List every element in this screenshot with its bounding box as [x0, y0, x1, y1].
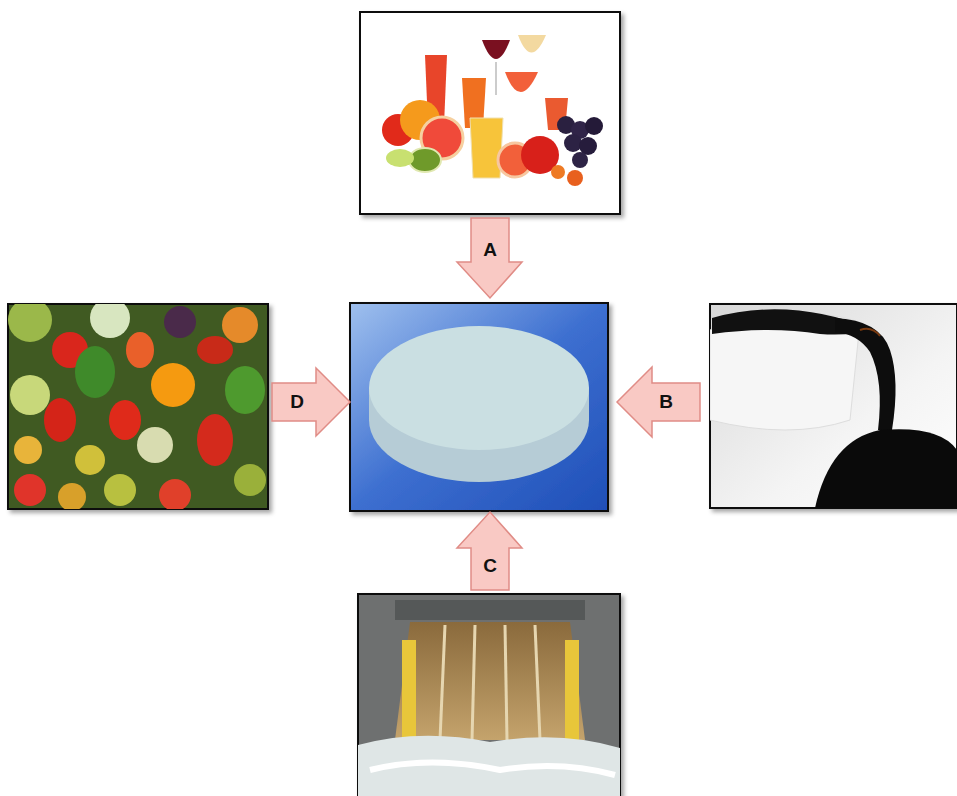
- water-line: [505, 625, 507, 740]
- industrial-waste-picture: [358, 594, 620, 796]
- picture-frame: [360, 12, 620, 214]
- grape: [572, 152, 588, 168]
- green-pepper: [225, 366, 265, 414]
- fruit-juice-picture: [360, 12, 620, 214]
- arrow-letter: C: [483, 555, 497, 577]
- arrow-letter: B: [659, 391, 673, 413]
- vegetable-waste-picture: [8, 298, 268, 511]
- water-line: [535, 625, 540, 740]
- tomato: [14, 474, 46, 506]
- molasses-picture: [710, 304, 957, 508]
- juice-glass: [470, 118, 503, 178]
- pepper: [109, 400, 141, 440]
- cabbage: [90, 304, 130, 338]
- lettuce: [10, 375, 50, 415]
- kiwi: [409, 148, 441, 172]
- lettuce: [234, 464, 266, 496]
- pepper: [44, 398, 76, 442]
- kumquat: [567, 170, 583, 186]
- tomato: [159, 479, 191, 509]
- molasses-highlight: [860, 329, 880, 336]
- foam: [370, 763, 615, 776]
- green-pepper: [75, 346, 115, 398]
- grape: [564, 134, 582, 152]
- tomato: [197, 336, 233, 364]
- lime: [386, 149, 414, 167]
- carrot-pile: [222, 307, 258, 343]
- pepper: [197, 414, 233, 466]
- pellicle-top: [369, 326, 589, 450]
- onion: [58, 483, 86, 509]
- block-arrow: [457, 218, 522, 298]
- foam: [358, 736, 620, 796]
- cellulose-pellicle-picture: [350, 303, 608, 511]
- picture-frame: [710, 304, 957, 508]
- lettuce: [8, 304, 52, 342]
- eggplant: [164, 306, 196, 338]
- machine-top: [395, 600, 585, 620]
- glass-stem: [495, 62, 497, 95]
- wine-glass: [518, 35, 546, 53]
- lemon: [75, 445, 105, 475]
- wine-glass: [482, 40, 510, 59]
- arrow-letter: D: [290, 391, 304, 413]
- molasses-pool: [815, 429, 957, 508]
- carrot: [126, 332, 154, 368]
- side-guide: [402, 640, 416, 740]
- grape: [585, 117, 603, 135]
- picture-frame: [8, 304, 268, 509]
- lemon: [14, 436, 42, 464]
- water-line: [472, 625, 475, 740]
- block-arrow: [457, 512, 522, 590]
- arrow-letter: A: [483, 239, 497, 261]
- block-arrow: [272, 368, 350, 436]
- side-guide: [565, 640, 579, 740]
- block-arrow: [617, 367, 700, 437]
- conveyor-belt: [395, 622, 585, 740]
- wine-glass: [505, 72, 538, 92]
- water-line: [440, 625, 445, 740]
- kumquat: [551, 165, 565, 179]
- molasses-stream: [835, 318, 896, 430]
- lemon: [104, 474, 136, 506]
- block-arrows: [272, 218, 700, 590]
- picture-frame: [350, 303, 608, 511]
- cabbage: [137, 427, 173, 463]
- picture-frame: [358, 594, 620, 796]
- orange: [151, 363, 195, 407]
